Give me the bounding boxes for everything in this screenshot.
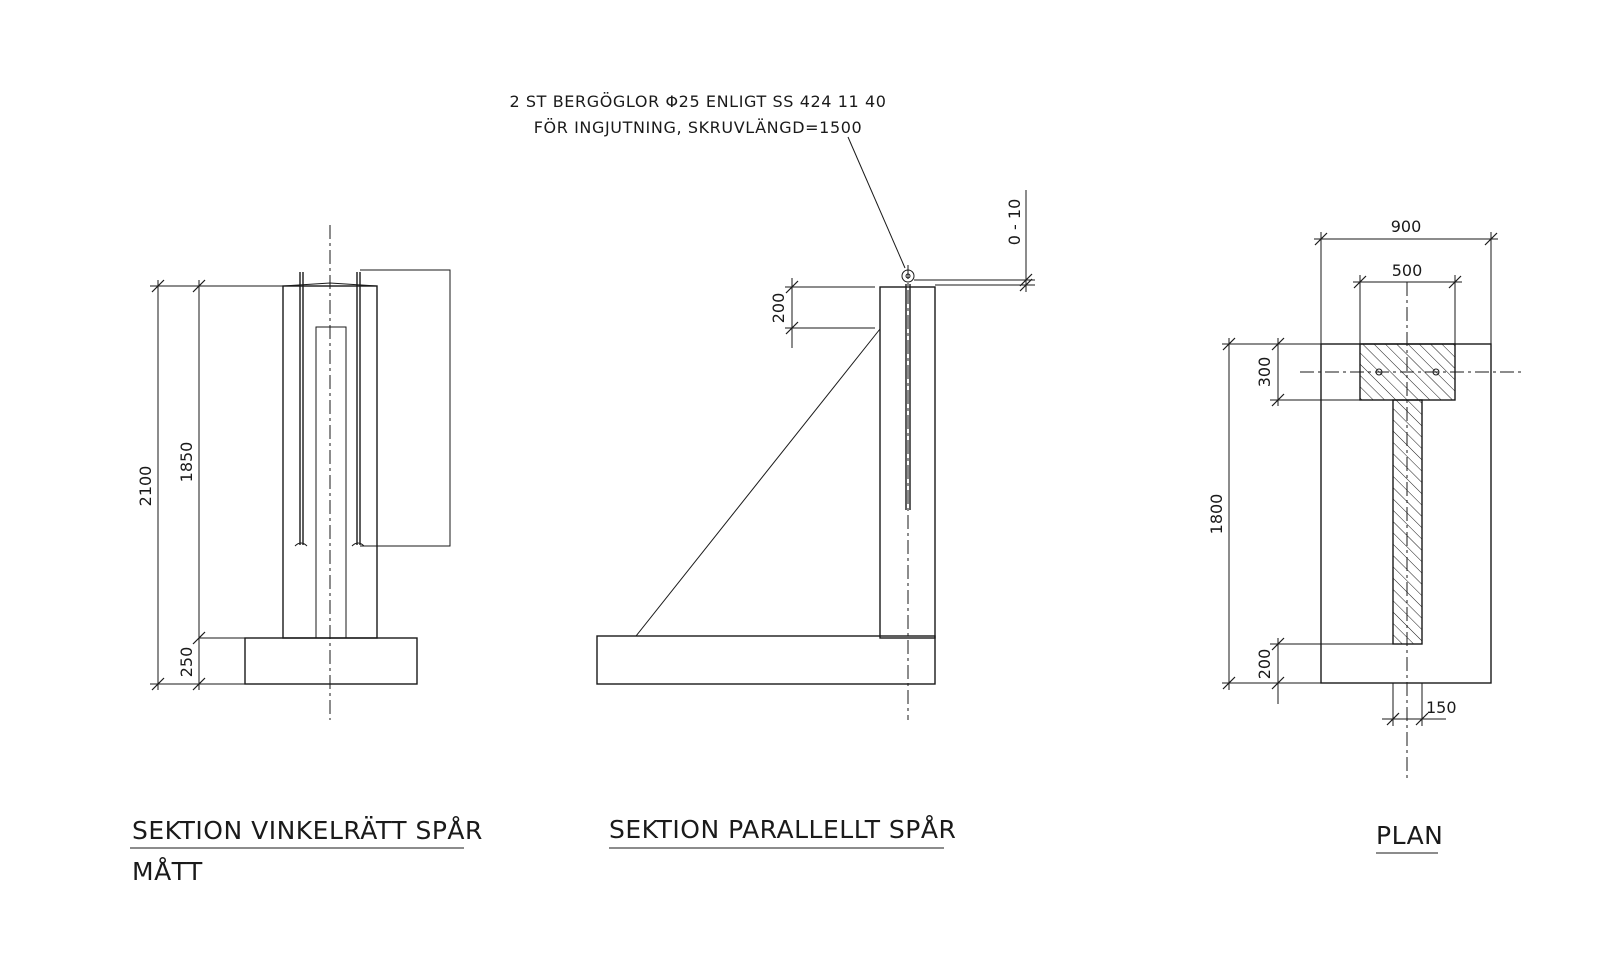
dimension-label-150: 150 (1426, 698, 1457, 717)
dimension-200-top (785, 278, 875, 348)
view-section-parallel: 2 ST BERGÖGLOR Φ25 ENLIGT SS 424 11 40 F… (509, 92, 1035, 849)
dimension-label-1850: 1850 (177, 442, 196, 483)
post-outline (879, 286, 936, 639)
bolt-mark-right (1432, 368, 1440, 376)
anchor-bolt-left (294, 272, 308, 547)
dimension-label-tolerance: 0 - 10 (1005, 199, 1024, 245)
dimension-label-900: 900 (1391, 217, 1422, 236)
dimension-900 (1314, 232, 1498, 344)
annotation-leader (847, 136, 906, 269)
base-footing (596, 635, 936, 685)
dimension-150 (1382, 683, 1446, 726)
dimension-label-2100: 2100 (136, 466, 155, 507)
title-section-perpendicular: SEKTION VINKELRÄTT SPÅR (132, 816, 483, 845)
anchor-bolt (901, 269, 915, 510)
dimension-label-250: 250 (177, 647, 196, 678)
dimension-label-200-end: 200 (1255, 649, 1274, 680)
base-footing (244, 637, 418, 685)
dimension-1850 (192, 279, 283, 691)
title-section-parallel: SEKTION PARALLELLT SPÅR (609, 815, 956, 844)
title-plan: PLAN (1376, 821, 1443, 850)
inner-slot (315, 326, 347, 638)
dimension-500 (1353, 275, 1462, 344)
dimension-200-end (1270, 637, 1393, 704)
dimension-label-300: 300 (1255, 357, 1274, 388)
head-section (1359, 343, 1456, 401)
stem-section (1392, 399, 1423, 645)
dimension-label-200: 200 (769, 293, 788, 324)
bolt-length-box (360, 269, 451, 547)
post-top (282, 282, 378, 287)
anchor-bolt-right (351, 272, 365, 547)
dimension-1800 (1222, 337, 1321, 690)
view-section-perpendicular: 2100 1850 250 SEKTION VINKELRÄTT SPÅR MÅ… (130, 225, 483, 886)
dimension-2100 (150, 279, 283, 691)
bolt-mark-left (1375, 368, 1383, 376)
subtitle-matt: MÅTT (132, 857, 203, 886)
view-plan: 900 500 300 1800 (1207, 217, 1522, 854)
diagonal-brace (635, 328, 881, 637)
dimension-tolerance (914, 190, 1035, 292)
dimension-label-500: 500 (1392, 261, 1423, 280)
dimension-300 (1270, 337, 1360, 407)
annotation-line-1: 2 ST BERGÖGLOR Φ25 ENLIGT SS 424 11 40 (509, 92, 886, 111)
annotation-line-2: FÖR INGJUTNING, SKRUVLÄNGD=1500 (534, 118, 863, 137)
dimension-label-1800: 1800 (1207, 494, 1226, 535)
